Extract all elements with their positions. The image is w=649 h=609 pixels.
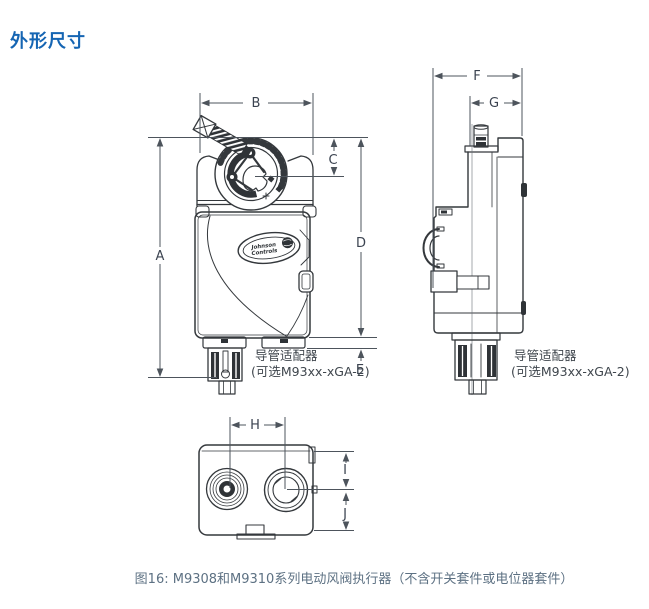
conduit-opening-left (205, 467, 249, 511)
dim-label-G: G (489, 96, 499, 111)
adapter-note-front-line2: (可选M93xx-xGA-2) (251, 364, 370, 379)
logo-text-johnson: Johnson (250, 242, 276, 251)
dimensions-side: F G 导管适配器 (可选M93xx-xGA-2) (432, 68, 630, 379)
globe-icon (281, 237, 293, 249)
adapter-note-side-line2: (可选M93xx-xGA-2) (511, 364, 630, 379)
johnson-controls-logo: Johnson Controls (237, 231, 301, 265)
dim-label-E: E (356, 363, 364, 378)
dim-label-I: I (343, 463, 347, 478)
logo-text-controls: Controls (251, 248, 278, 257)
dim-label-J: J (342, 507, 347, 522)
front-view: Johnson Controls (192, 114, 317, 395)
position-dial (214, 137, 288, 211)
dimensions-bottom: H I J (229, 417, 354, 531)
dial-tick-ring (217, 138, 287, 191)
dim-label-F: F (473, 69, 480, 84)
conduit-adapter-front (207, 347, 243, 395)
adapter-note-side-line1: 导管适配器 (514, 348, 577, 363)
page-title: 外形尺寸 (10, 30, 86, 52)
side-clip (298, 270, 314, 293)
keyhole-slot (222, 350, 229, 373)
dim-label-D: D (356, 236, 366, 251)
side-body-outline (433, 137, 524, 334)
dim-label-H: H (250, 418, 260, 433)
conduit-adapter-side (451, 332, 501, 395)
actuator-case (194, 211, 311, 339)
adapter-note-front-line1: 导管适配器 (255, 348, 318, 363)
cable-fitting (430, 270, 490, 293)
drive-shaft (473, 124, 489, 148)
figure-caption: 图16: M9308和M9310系列电动风阀执行器（不含开关套件或电位器套件） (135, 571, 574, 587)
shaft-hole (242, 165, 268, 192)
bottom-view (198, 444, 318, 540)
side-view (422, 124, 527, 395)
dim-label-A: A (156, 249, 165, 264)
dim-label-C: C (328, 153, 337, 168)
dim-label-B: B (252, 96, 261, 111)
manual-release-lever (192, 114, 253, 157)
dimensions-front: B A C D E 导管适配器 (可选M93xx-xGA-2) (148, 93, 377, 379)
